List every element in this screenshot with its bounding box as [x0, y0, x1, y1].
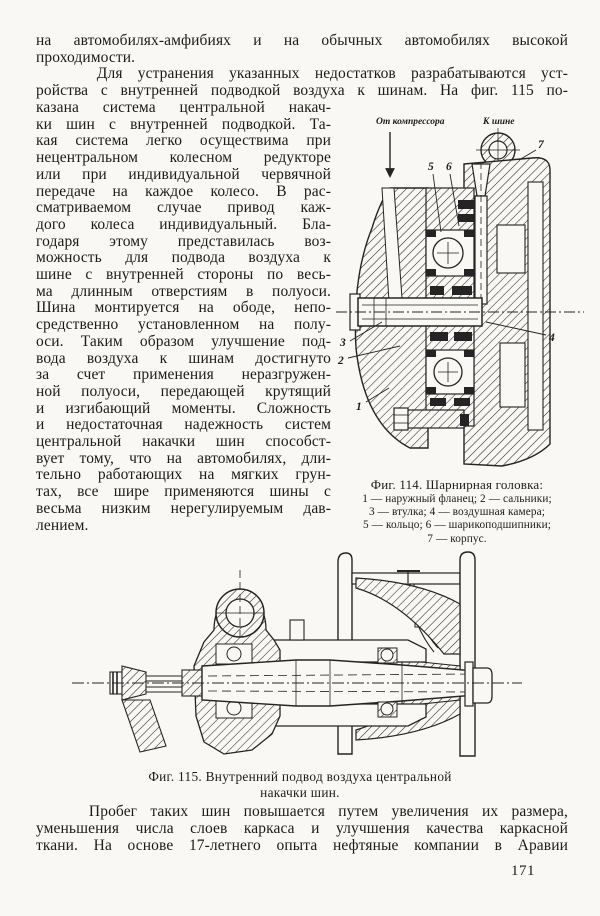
text-line: сматриваемом случае привод каж-: [36, 199, 331, 217]
text-line: ройства с внутренней подводкой воздуха к…: [36, 82, 568, 100]
text-line: шине с внутренней стороны по весь-: [36, 266, 331, 284]
shaft-end-cap: [464, 661, 493, 707]
text-line: проходимости.: [36, 48, 136, 66]
text-line: центральной накачки шин способст-: [36, 433, 331, 451]
text-line: тах, все шире применяются шины с: [36, 483, 331, 501]
text-line: и изгибающий моменты. Сложность: [36, 399, 331, 417]
figure-115-caption: Фиг. 115. Внутренний подвод воздуха цент…: [60, 769, 540, 800]
text-line: передаче на каждое колесо. В рас-: [36, 182, 331, 200]
callout-7: 7: [538, 139, 545, 151]
text-line: тельно работающих на мягких грун-: [36, 466, 331, 484]
text-line: годаря этому представилась воз-: [36, 232, 331, 250]
paragraph-top: на автомобилях-амфибиях и на обычных авт…: [36, 32, 568, 100]
callout-5: 5: [428, 161, 434, 173]
text-line: весьма низким нерегулируемым дав-: [36, 499, 331, 517]
text-line: казана система центральной накач-: [36, 99, 331, 116]
paragraph-bottom: Пробег таких шин повышается путем увелич…: [36, 803, 568, 855]
bolt: [393, 407, 469, 431]
figure-114-legend: 1 — наружный фланец; 2 — сальники;3 — вт…: [330, 493, 584, 546]
text-line: 1 — наружный фланец; 2 — сальники;: [362, 493, 552, 505]
callout-4: 4: [548, 332, 555, 344]
text-line: 5 — кольцо; 6 — шарикоподшипники;: [363, 519, 551, 532]
text-line: нецентральном колесном редукторе: [36, 149, 331, 167]
callout-1: 1: [356, 401, 362, 413]
page-number: 171: [511, 863, 535, 879]
callout-3: 3: [339, 337, 346, 349]
text-line: и недостаточная надежность систем: [36, 416, 331, 434]
text-line: ки шин с внутренней подводкой. Та-: [36, 115, 331, 133]
callout-leaders: [347, 149, 547, 403]
text-line: средственно установленном на полу-: [36, 316, 331, 334]
text-line: дого колеса индивидуальный. Бла-: [36, 215, 331, 233]
text-line: лением.: [36, 516, 89, 534]
ball-bearing-upper: [425, 229, 475, 277]
text-line: или при индивидуальной червячной: [36, 165, 331, 183]
text-line: оси. Таким образом улучшение под-: [36, 332, 331, 350]
text-line: на автомобилях-амфибиях и на обычных авт…: [36, 32, 568, 49]
ball-bearing-lower: [425, 349, 475, 395]
hub-bearing-lower: [377, 701, 398, 718]
text-line: ма длинным отверстиям в полуоси.: [36, 282, 331, 300]
figure-115-drawing: [72, 551, 522, 757]
label-to-tire: К шине: [482, 117, 515, 127]
text-line: вует тому, что на автомобилях, дли-: [36, 449, 331, 467]
swivel-eyelet: [476, 128, 520, 168]
text-line: за счет применения неразгружен-: [36, 366, 331, 384]
text-line: Пробег таких шин повышается путем увелич…: [36, 803, 568, 820]
figure-115-caption-line1: Фиг. 115. Внутренний подвод воздуха цент…: [148, 769, 452, 784]
figure-114-drawing: От компрессора К шине: [336, 117, 584, 467]
text-line: ной полуоси, передающей крутящий: [36, 382, 331, 400]
hub-bearing-upper: [377, 647, 398, 664]
air-pipe: [471, 162, 491, 306]
air-feed-fitting: [109, 665, 203, 753]
text-line: ткани. На основе 17-летнего опыта нефтян…: [36, 837, 568, 855]
text-line: кая система легко осуществима при: [36, 132, 331, 150]
text-line: Для устранения указанных недостатков раз…: [36, 65, 568, 83]
figure-114-caption: Фиг. 114. Шарнирная головка: 1 — наружны…: [330, 477, 584, 546]
text-line: уменьшения числа слоев каркаса и улучшен…: [36, 820, 568, 838]
text-line: вода воздуха к шинам достигнуто: [36, 349, 331, 367]
label-from-compressor: От компрессора: [376, 117, 445, 127]
callout-6: 6: [446, 161, 452, 173]
text-line: 3 — втулка; 4 — воздушная камера;: [368, 506, 546, 519]
text-line: Шина монтируется на ободе, непо-: [36, 299, 331, 317]
figure-115-caption-line2: накачки шин.: [260, 784, 340, 800]
text-line: 7 — корпус.: [427, 532, 487, 545]
paragraph-column: казана система центральной накач-ки шин …: [36, 99, 331, 534]
text-line: можность для подвода воздуха к: [36, 249, 331, 267]
callout-2: 2: [337, 355, 344, 367]
figure-114-caption-title: Фиг. 114. Шарнирная головка:: [370, 477, 544, 492]
